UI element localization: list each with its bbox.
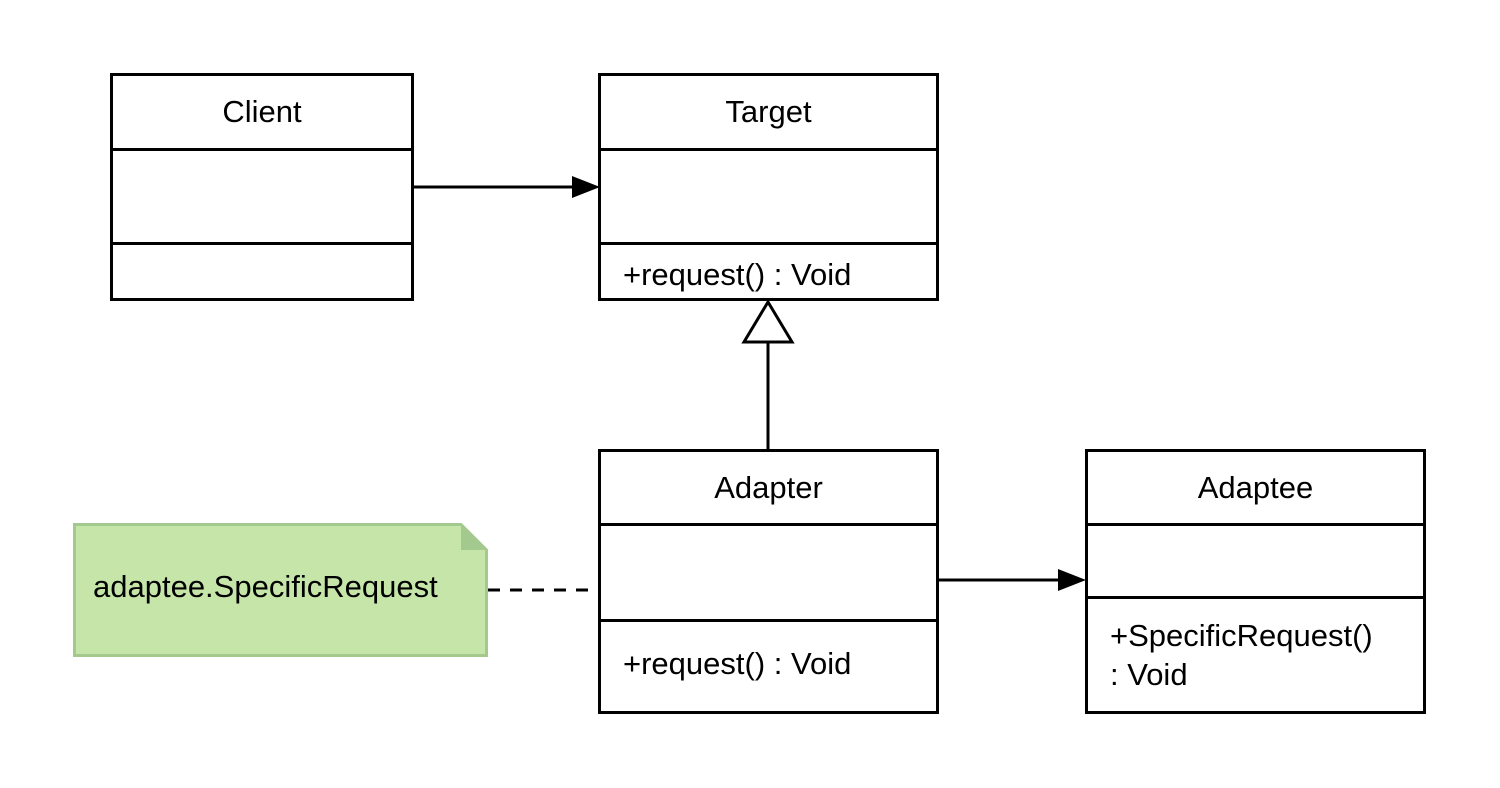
class-target[interactable]: Target +request() : Void [598,73,939,301]
class-adapter-operation: +request() : Void [623,646,852,681]
class-adapter[interactable]: Adapter +request() : Void [598,449,939,714]
note-text: adaptee.SpecificRequest [93,569,438,604]
class-adaptee-operation-line-1: +SpecificRequest() [1110,618,1373,653]
class-target-name: Target [725,94,812,129]
generalization-adapter-target [741,299,795,449]
class-client-operations-compartment [113,242,411,298]
note-shape [73,523,488,657]
association-client-target [414,176,600,198]
association-adapter-adaptee [939,569,1086,591]
class-adaptee-attributes-compartment [1088,523,1423,596]
class-adapter-name-compartment: Adapter [601,452,936,523]
class-target-attributes-compartment [601,148,936,242]
class-client-attributes-compartment [113,148,411,242]
class-adapter-attributes-compartment [601,523,936,619]
class-target-operations-compartment: +request() : Void [601,242,936,298]
association-arrowhead-icon [1058,569,1086,591]
class-adaptee-operation-line-2: : Void [1110,657,1188,692]
class-adaptee-operations-compartment: +SpecificRequest() : Void [1088,596,1423,711]
class-client-name-compartment: Client [113,76,411,148]
class-client-name: Client [222,94,302,129]
class-adaptee-name: Adaptee [1197,469,1314,505]
class-adaptee-name-compartment: Adaptee [1088,452,1423,523]
class-adapter-operations-compartment: +request() : Void [601,619,936,711]
class-adapter-name: Adapter [714,469,823,505]
class-client[interactable]: Client [110,73,414,301]
class-target-name-compartment: Target [601,76,936,148]
class-target-operation: +request() : Void [623,257,852,292]
association-arrowhead-icon [572,176,600,198]
class-adaptee[interactable]: Adaptee +SpecificRequest() : Void [1085,449,1426,714]
note-adaptee-call[interactable]: adaptee.SpecificRequest [73,523,488,657]
generalization-triangle-icon [741,299,795,344]
